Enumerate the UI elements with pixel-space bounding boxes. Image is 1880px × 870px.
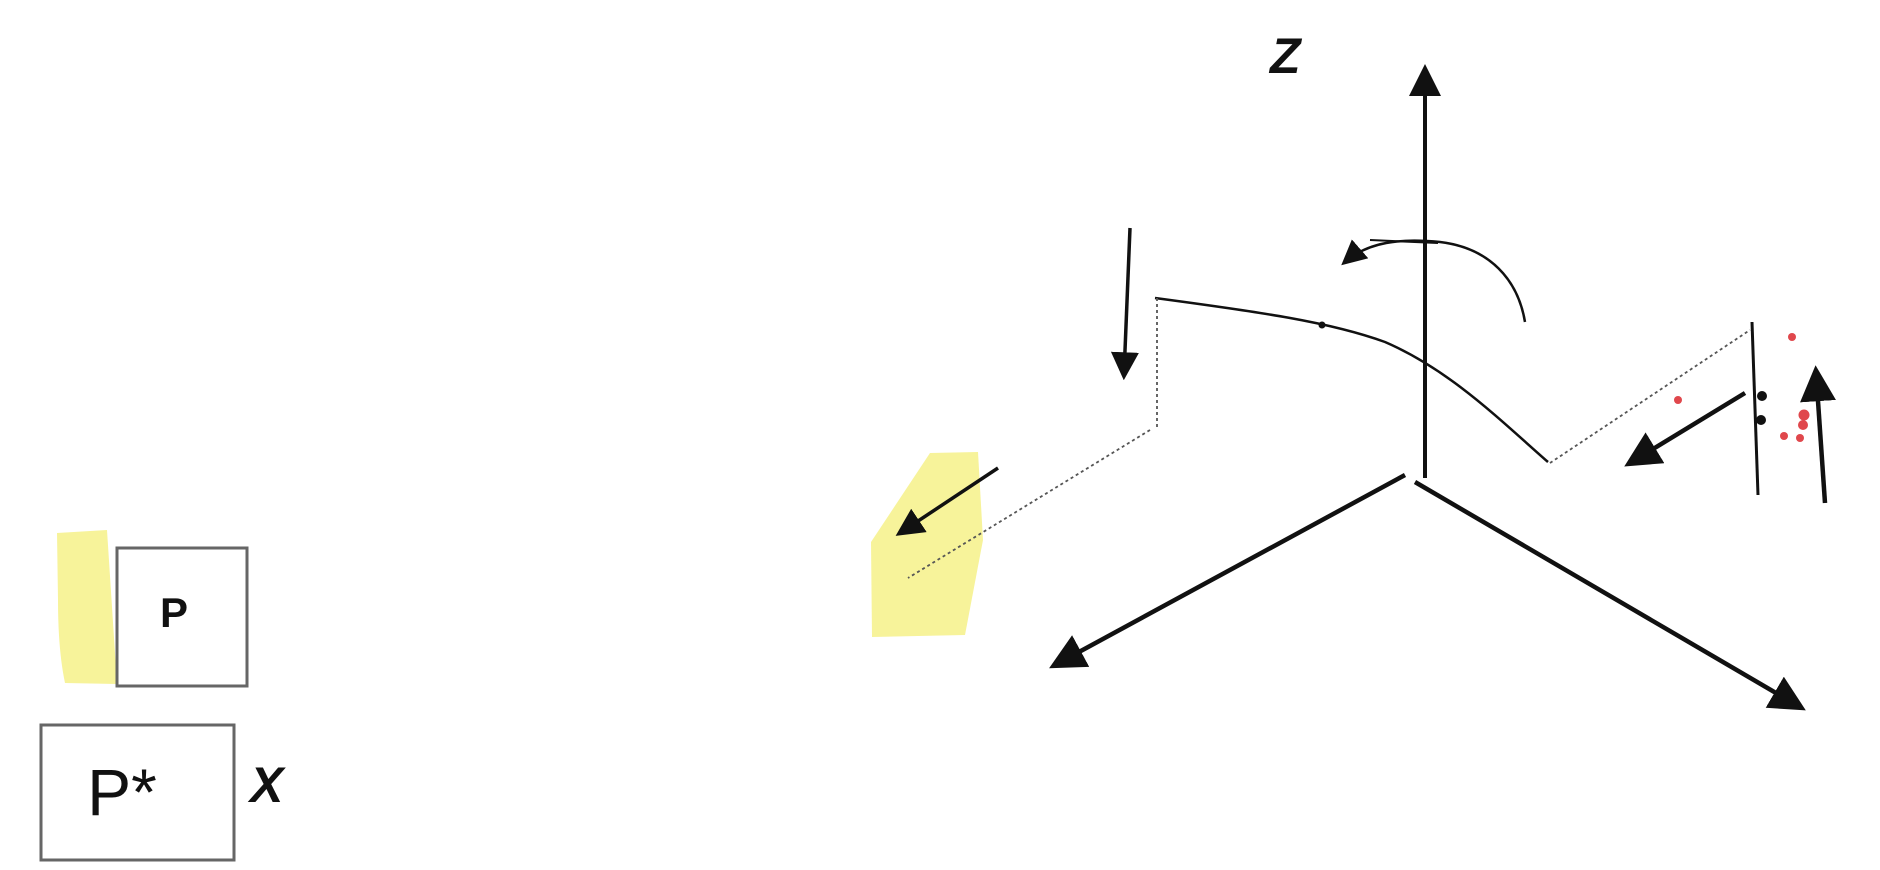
trajectory-point [1318, 321, 1326, 329]
x-axis-label: X [247, 757, 286, 813]
trajectory-curve [1154, 296, 1549, 463]
rotation-arrow-tail [1369, 239, 1439, 244]
p-star-box-label: P* [87, 755, 157, 829]
x-axis [1049, 473, 1407, 669]
red-marks [1674, 333, 1810, 442]
red-mark [1798, 420, 1808, 430]
red-mark [1798, 409, 1810, 421]
y-axis [1413, 480, 1806, 711]
right-dotted-diagonal [1549, 329, 1751, 464]
left-diagonal-arrow [895, 466, 999, 536]
red-mark [1796, 434, 1804, 442]
rotation-arrow [1341, 239, 1527, 323]
highlight-left [57, 530, 117, 684]
red-mark [1674, 396, 1682, 404]
right-vertical-line [1750, 321, 1760, 496]
right-diagonal-arrow [1624, 391, 1747, 467]
p-star-box [39, 723, 236, 862]
red-mark [1788, 333, 1796, 341]
p-box-label: P [160, 589, 188, 636]
p-box [115, 546, 249, 688]
z-axis-label: Z [1268, 28, 1303, 84]
right-upward-arrow [1800, 365, 1836, 504]
black-mark [1756, 415, 1766, 425]
black-mark [1757, 391, 1767, 401]
downward-arrow [1110, 227, 1139, 381]
left-dotted-diagonal [907, 429, 1151, 579]
red-mark [1780, 432, 1788, 440]
highlight-diagram [871, 452, 983, 637]
